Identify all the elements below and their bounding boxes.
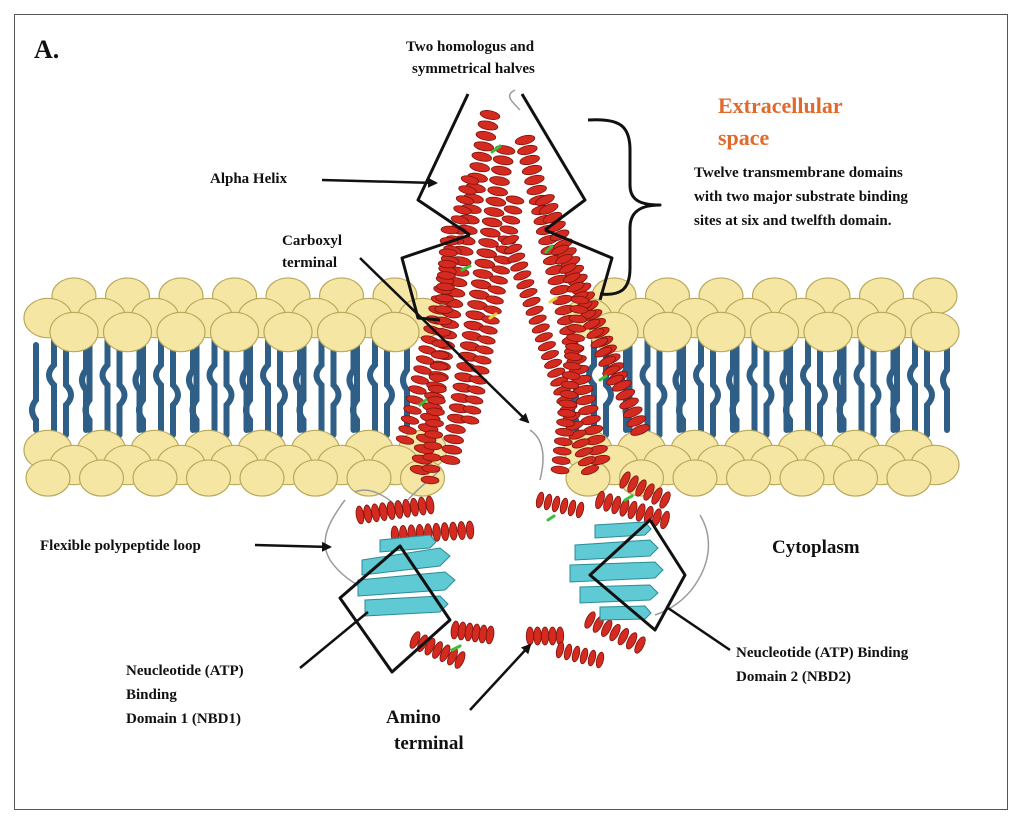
alpha-helix-arrow	[321, 177, 438, 188]
lipid-head	[910, 311, 960, 353]
lipid-head	[78, 459, 125, 497]
flexible-loop-label: Flexible polypeptide loop	[40, 538, 201, 554]
lipid-tail-pair	[243, 337, 303, 438]
nbd1-arrow	[299, 611, 369, 669]
lipid-tail-pair	[136, 337, 196, 438]
extracellular-label-line2: space	[718, 125, 770, 150]
alpha-helix	[535, 491, 585, 519]
lipid-head	[696, 311, 746, 353]
alpha-helix	[551, 244, 624, 386]
lipid-tail-pair	[350, 337, 410, 438]
lipid-head	[49, 311, 99, 353]
alpha-helix	[584, 611, 646, 654]
lipid-head	[239, 459, 285, 497]
nbd1-label-line1: Neucleotide (ATP)	[126, 663, 244, 679]
lipid-head	[185, 459, 232, 497]
lipid-head	[292, 459, 339, 497]
alpha-helix-label: Alpha Helix	[210, 171, 288, 187]
lipid-head	[25, 459, 71, 497]
lipid-head	[672, 459, 718, 497]
carboxyl-label-line1: Carboxyl	[282, 233, 342, 249]
tm-bracket-right	[544, 228, 614, 301]
amino-label-line2: terminal	[394, 733, 464, 754]
annotation-arrows	[254, 177, 731, 711]
curly-brace	[587, 118, 662, 296]
tm-domains-label-line1: Twelve transmembrane domains	[694, 165, 903, 181]
amino-label-line1: Amino	[386, 707, 441, 728]
lipid-head	[263, 311, 313, 353]
beta-sheet-nbd2	[569, 521, 664, 621]
lipid-tail-pair	[189, 337, 250, 438]
tm-domains-label-line3: sites at six and twelfth domain.	[694, 213, 892, 229]
lipid-tail-pair	[29, 337, 89, 438]
alpha-helix	[355, 495, 435, 525]
flexible-loop-arrow	[254, 541, 332, 552]
carboxyl-label-line2: terminal	[282, 255, 337, 271]
lipid-head	[370, 311, 420, 353]
lipid-head	[102, 311, 153, 353]
nbd2-arrow	[667, 606, 731, 652]
alpha-helix	[555, 641, 605, 669]
lipid-tail-pair	[82, 337, 143, 438]
panel-label: A.	[34, 35, 60, 64]
nbd2-label-line1: Neucleotide (ATP) Binding	[736, 645, 909, 661]
alpha-helix	[595, 490, 670, 530]
lipid-head	[832, 459, 879, 497]
alpha-helix	[450, 620, 495, 645]
homologous-label-line1: Two homologus and	[406, 39, 535, 55]
alpha-helix	[420, 225, 460, 485]
symmetry-v-outline	[416, 93, 587, 237]
lipid-tail-pair	[296, 337, 357, 438]
transporter-protein	[324, 89, 710, 669]
lipid-head	[856, 311, 907, 353]
nbd1-label-line2: Binding	[126, 687, 177, 703]
lipid-head	[156, 311, 206, 353]
nbd2-box	[588, 518, 687, 632]
homologous-label-line2: symmetrical halves	[412, 61, 535, 77]
tm-bracket-left	[400, 233, 471, 322]
lipid-tail-pair	[729, 337, 790, 438]
cytoplasm-label: Cytoplasm	[772, 537, 860, 558]
lipid-head	[642, 311, 693, 353]
alpha-helix	[525, 626, 565, 646]
lipid-head	[886, 459, 932, 497]
alpha-helix	[550, 295, 590, 475]
lipid-tail-pair	[890, 337, 950, 438]
beta-sheet-nbd1	[357, 534, 456, 617]
nbd1-box	[338, 544, 452, 674]
extracellular-label-line1: Extracellular	[718, 93, 843, 118]
nbd2-label-line2: Domain 2 (NBD2)	[736, 669, 851, 685]
lipid-head	[316, 311, 367, 353]
lipid-head	[779, 459, 825, 497]
lipid-head	[803, 311, 853, 353]
annotation-outlines	[338, 93, 687, 674]
lipid-tail-pair	[836, 337, 897, 438]
tm-domains-label-line2: with two major substrate binding	[694, 189, 908, 205]
lipid-head	[565, 459, 611, 497]
lipid-head	[209, 311, 260, 353]
amino-arrow	[469, 643, 532, 711]
carboxyl-arrow	[359, 257, 530, 424]
structure-accents	[418, 144, 634, 652]
alpha-helix	[619, 471, 671, 509]
nbd1-label-line3: Domain 1 (NBD1)	[126, 711, 241, 727]
lipid-head	[749, 311, 800, 353]
alpha-helix	[460, 195, 525, 425]
lipid-tail-pair	[676, 337, 736, 438]
lipid-head	[346, 459, 392, 497]
lipid-tail-pair	[783, 337, 843, 438]
lipid-head	[132, 459, 178, 497]
lipid-head	[725, 459, 772, 497]
alpha-helices	[355, 110, 671, 669]
alpha-helix	[439, 145, 516, 465]
lipid-bilayer-left	[23, 277, 448, 497]
